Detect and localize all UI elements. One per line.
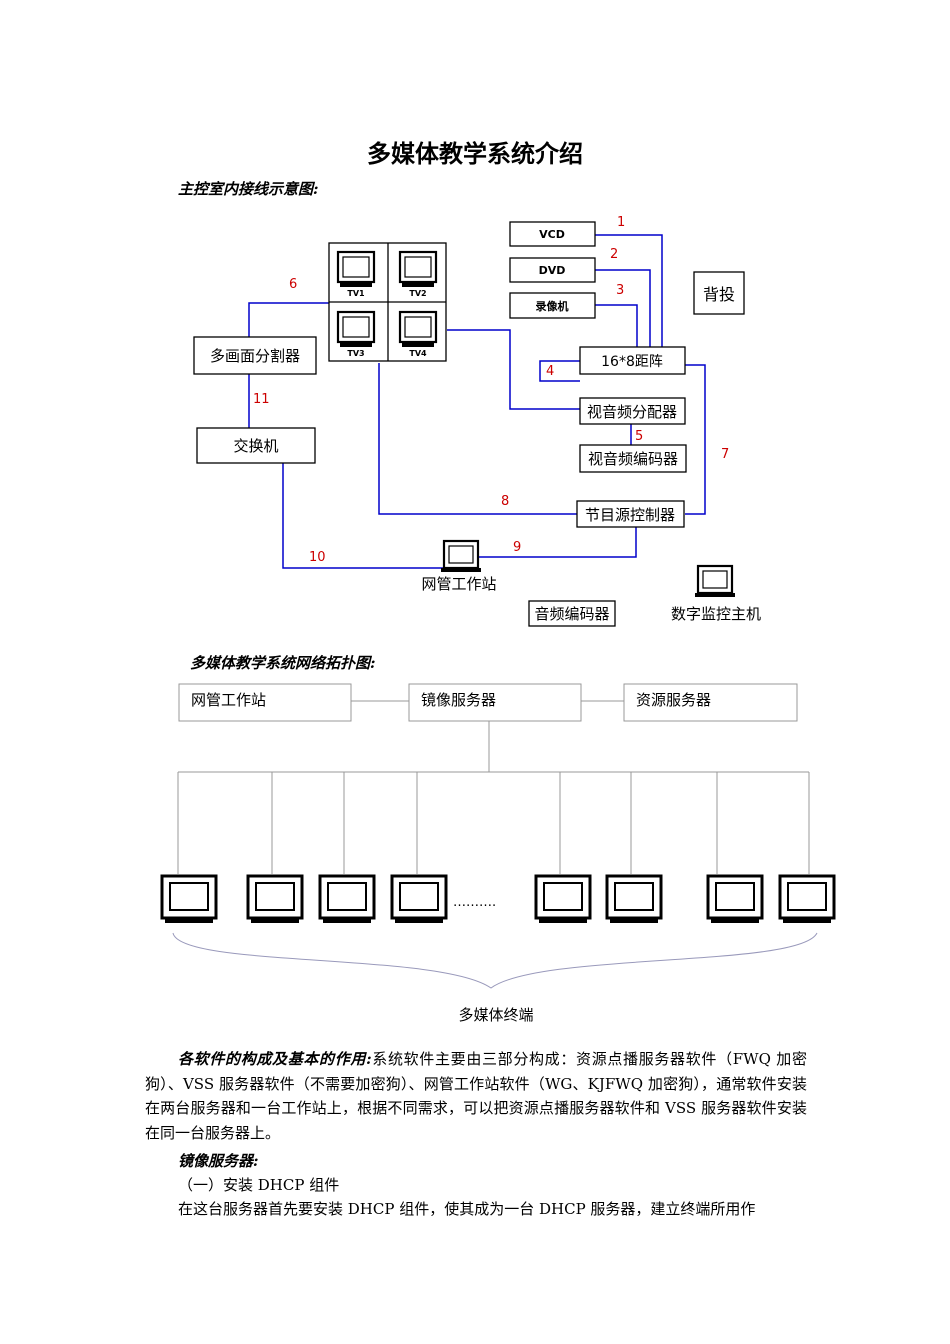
- av-distributor-label: 视音频分配器: [587, 403, 677, 421]
- link-number: 11: [253, 392, 270, 407]
- monitor-host-label: 数字监控主机: [671, 605, 761, 623]
- workstation-icon: [441, 539, 481, 572]
- diagram2-caption: 多媒体教学系统网络拓扑图:: [190, 654, 376, 672]
- terminal-icon: [390, 874, 448, 925]
- terminal-icon: [605, 874, 663, 925]
- matrix-label: 16*8距阵: [601, 354, 663, 370]
- link-number: 8: [501, 494, 509, 509]
- step-heading: （一）安装 DHCP 组件: [178, 1176, 340, 1194]
- dvd-label: DVD: [539, 264, 566, 277]
- monitor-host-icon: [695, 564, 735, 597]
- terminal-icon: [534, 874, 592, 925]
- link-number: 4: [546, 364, 554, 379]
- splitter-label: 多画面分割器: [210, 347, 300, 365]
- topology-server-mirror: 镜像服务器: [421, 691, 496, 709]
- diagram1-caption: 主控室内接线示意图:: [178, 180, 319, 198]
- topology-diagram: 网管工作站 镜像服务器 资源服务器 ………. 多媒体终端: [160, 683, 836, 1024]
- terminal-icon: [246, 874, 304, 925]
- tv3-icon: [336, 310, 376, 347]
- recorder-label: 录像机: [536, 299, 569, 313]
- link-number: 3: [616, 283, 624, 298]
- link-number: 1: [617, 215, 625, 230]
- tv1-label: TV1: [347, 289, 365, 298]
- av-encoder-label: 视音频编码器: [588, 450, 678, 468]
- software-lead: 各软件的构成及基本的作用:: [178, 1050, 372, 1068]
- tv1-icon: [336, 250, 376, 287]
- terminal-icon: [778, 874, 836, 925]
- link-number: 9: [513, 540, 521, 555]
- tv3-label: TV3: [347, 349, 364, 358]
- terminal-icon: [706, 874, 764, 925]
- link-number: 6: [289, 277, 297, 292]
- link-number: 7: [721, 447, 729, 462]
- software-text: 系统软件主要由三部分构成：资源点播服务器软件（FWQ 加密狗）、VSS 服务器软…: [145, 1050, 807, 1142]
- topology-server-workstation: 网管工作站: [191, 691, 266, 709]
- link-number: 10: [309, 550, 326, 565]
- link-number: 5: [635, 429, 643, 444]
- wiring-diagram: TV1 TV2 TV3 TV4 VCD DVD 录像机 背投 16*8距阵 多画…: [193, 215, 761, 627]
- source-controller-label: 节目源控制器: [585, 506, 675, 524]
- rear-projection-label: 背投: [703, 285, 735, 304]
- audio-encoder-label: 音频编码器: [534, 605, 609, 623]
- workstation-label: 网管工作站: [421, 575, 496, 593]
- tv4-label: TV4: [409, 349, 427, 358]
- terminals-label: 多媒体终端: [458, 1006, 533, 1024]
- tv2-label: TV2: [409, 289, 426, 298]
- terminal-icon: [160, 874, 218, 925]
- switch-label: 交换机: [233, 437, 278, 455]
- tv-wall: TV1 TV2 TV3 TV4: [336, 250, 438, 358]
- tv2-icon: [398, 250, 438, 287]
- section-heading: 镜像服务器:: [178, 1152, 259, 1170]
- terminals-ellipsis: ……….: [453, 895, 496, 910]
- page-title: 多媒体教学系统介绍: [367, 140, 583, 168]
- link-number: 2: [610, 247, 618, 262]
- tv4-icon: [398, 310, 438, 347]
- software-paragraph: 各软件的构成及基本的作用:系统软件主要由三部分构成：资源点播服务器软件（FWQ …: [145, 1047, 807, 1145]
- step-text: 在这台服务器首先要安装 DHCP 组件，使其成为一台 DHCP 服务器，建立终端…: [178, 1200, 756, 1218]
- topology-server-resource: 资源服务器: [636, 691, 711, 709]
- vcd-label: VCD: [539, 228, 565, 241]
- terminal-icon: [318, 874, 376, 925]
